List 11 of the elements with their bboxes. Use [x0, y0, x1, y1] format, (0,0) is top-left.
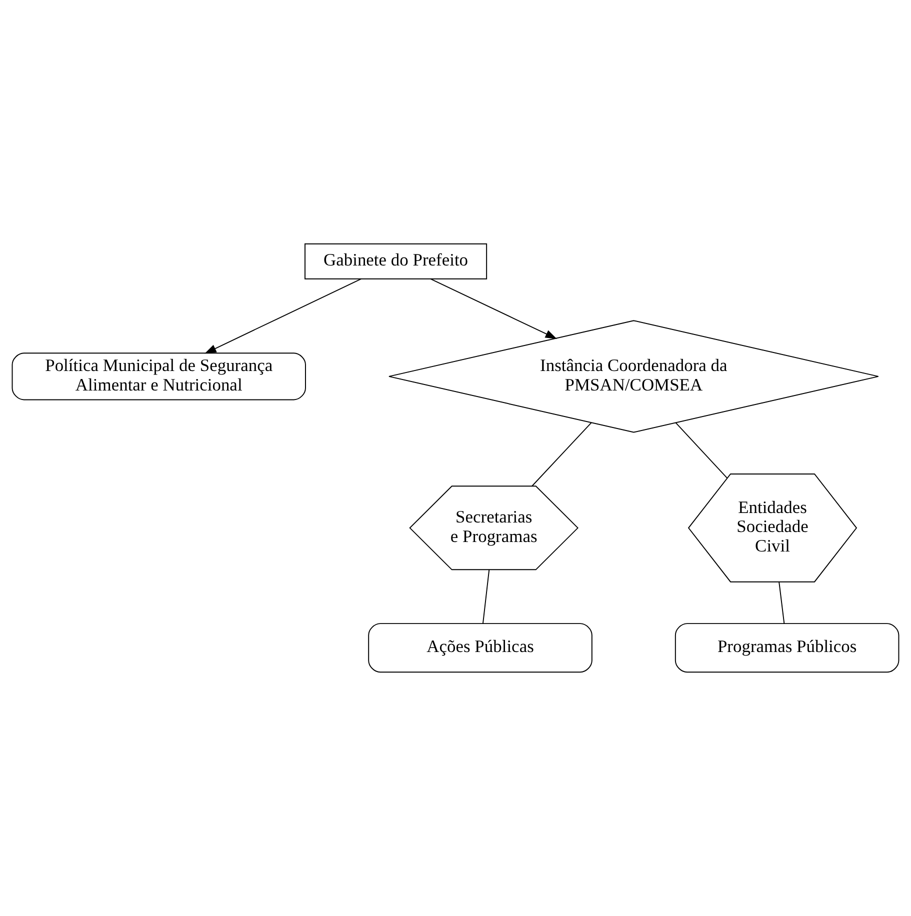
connector: [482, 569, 490, 624]
arrow: [430, 278, 558, 339]
node-box: Programas Públicos: [674, 623, 900, 673]
node-box: Ações Públicas: [368, 623, 592, 673]
connector: [675, 422, 728, 479]
node-box: Gabinete do Prefeito: [304, 243, 488, 280]
node-diamond: Instância Coordenadora da PMSAN/COMSEA: [388, 320, 879, 433]
connector: [778, 582, 785, 624]
arrow: [204, 278, 362, 354]
node-box: Política Municipal de Segurança Alimentar e Nutricional: [12, 352, 306, 400]
connector: [532, 422, 592, 487]
